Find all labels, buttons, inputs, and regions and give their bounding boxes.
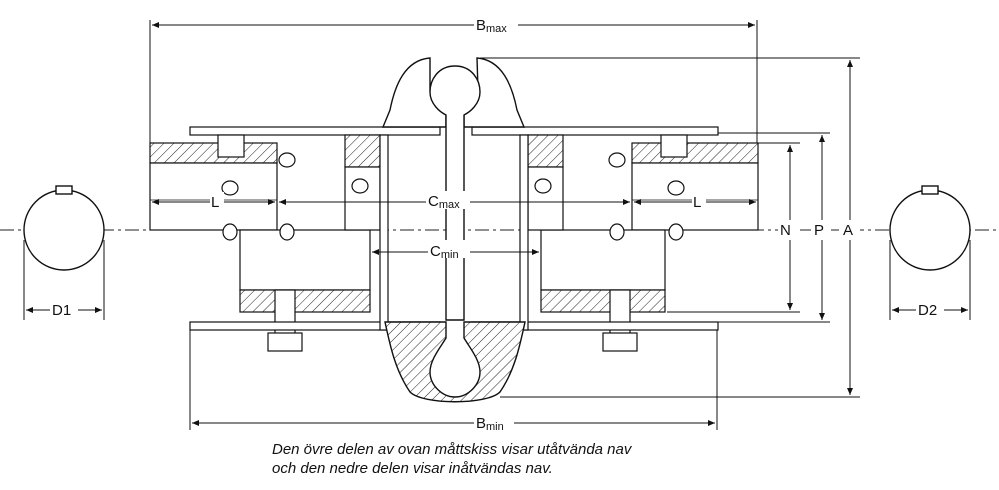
caption: Den övre delen av ovan måttskiss visar u… xyxy=(272,440,742,478)
bmin-label: Bmin xyxy=(476,415,504,433)
left-hub xyxy=(149,142,371,352)
a-label: A xyxy=(843,222,853,239)
p-label: P xyxy=(814,222,824,239)
right-hub xyxy=(540,142,759,352)
d1-label: D1 xyxy=(52,302,71,319)
cmin-label: Cmin xyxy=(430,243,459,261)
l-right-label: L xyxy=(693,194,701,211)
cmax-label: Cmax xyxy=(428,193,460,211)
right-flange xyxy=(471,126,719,331)
l-left-label: L xyxy=(211,194,219,211)
n-label: N xyxy=(780,222,791,239)
d2-label: D2 xyxy=(918,302,937,319)
bolt-holes xyxy=(221,152,685,241)
caption-line-1: Den övre delen av ovan måttskiss visar u… xyxy=(272,441,632,458)
top-bolts xyxy=(217,134,688,158)
shaft-key-right xyxy=(889,185,971,271)
caption-line-2: och den nedre delen visar inåtvändas nav… xyxy=(272,460,553,477)
bmax-label: Bmax xyxy=(476,17,507,35)
shaft-key-left xyxy=(23,185,105,271)
